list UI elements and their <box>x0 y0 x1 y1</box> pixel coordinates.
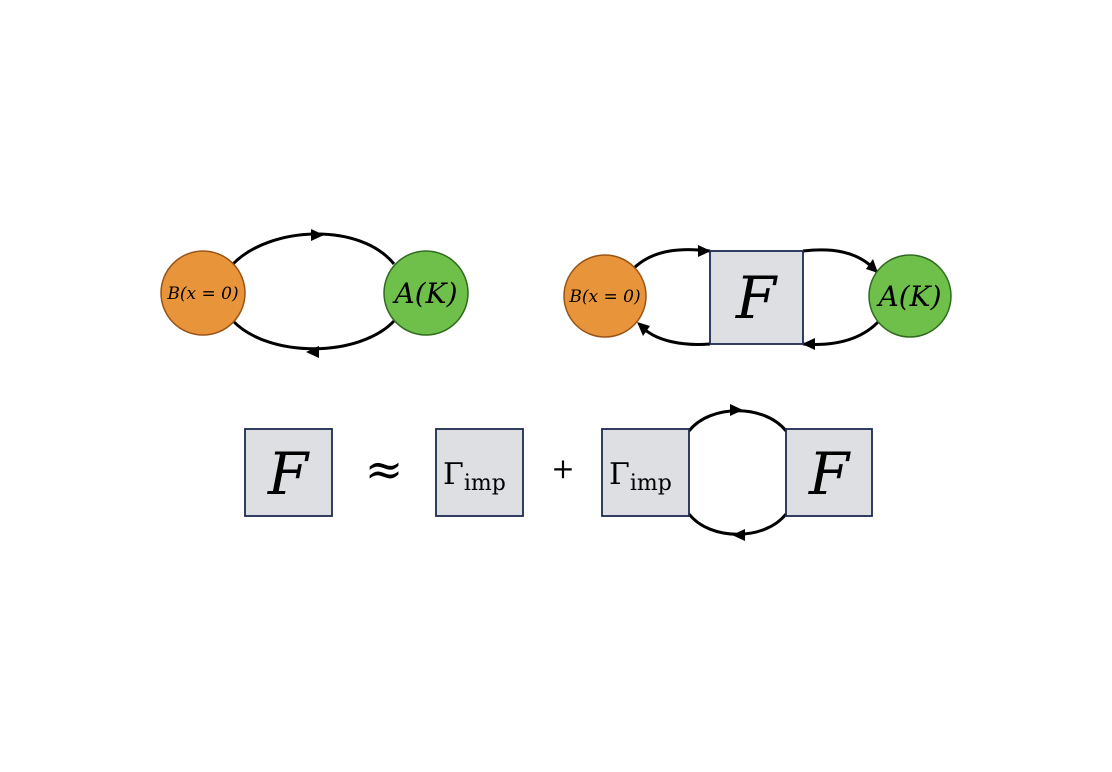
approx-symbol: ≈ <box>365 442 404 496</box>
arrow-left <box>306 346 319 358</box>
gamma-symbol: Γ <box>443 457 464 492</box>
arrow-into-b <box>637 322 650 336</box>
ladder-propagator-upper <box>687 409 788 432</box>
bethe-salpeter-equation: F ≈ Γimp + Γimp F <box>244 404 873 541</box>
node-b <box>160 250 246 336</box>
gamma-imp-label: Γimp <box>443 457 506 496</box>
lhs-box-f-label: F <box>267 440 310 508</box>
node-a-label: A(K) <box>392 277 458 310</box>
node-a <box>383 250 469 336</box>
propagator-f-to-a <box>802 248 879 273</box>
ladder-gamma-imp-label: Γimp <box>609 457 672 496</box>
ladder-arrow-left <box>732 529 745 541</box>
ladder-gamma-subscript: imp <box>630 471 672 496</box>
ladder-arrow-right <box>730 404 743 416</box>
diagram-bubble: B(x = 0) A(K) <box>160 229 469 358</box>
arrow-into-a <box>866 259 878 273</box>
gamma-subscript: imp <box>464 471 506 496</box>
lhs-box-f <box>244 428 333 517</box>
arrow-into-f-bottom <box>802 338 815 350</box>
vertex-box-f <box>709 250 804 345</box>
plus-symbol: + <box>551 452 574 485</box>
gamma-imp-box <box>435 428 524 517</box>
arrow-right <box>311 229 324 241</box>
node-a <box>868 254 952 338</box>
node-b-label: B(x = 0) <box>166 284 238 304</box>
node-b <box>563 254 647 338</box>
propagator-f-to-b <box>638 323 711 346</box>
ladder-gamma-symbol: Γ <box>609 457 630 492</box>
node-a-label: A(K) <box>876 280 942 313</box>
ladder-propagator-lower <box>687 513 788 536</box>
propagator-lower <box>231 319 396 351</box>
arrow-into-f <box>698 245 711 257</box>
ladder-f-box <box>785 428 873 517</box>
ladder-gamma-imp-box <box>601 428 690 517</box>
vertex-box-f-label: F <box>735 264 778 332</box>
ladder-f-label: F <box>808 440 851 508</box>
node-b-label: B(x = 0) <box>568 287 640 307</box>
diagram-vertex: B(x = 0) F A(K) <box>563 245 952 350</box>
